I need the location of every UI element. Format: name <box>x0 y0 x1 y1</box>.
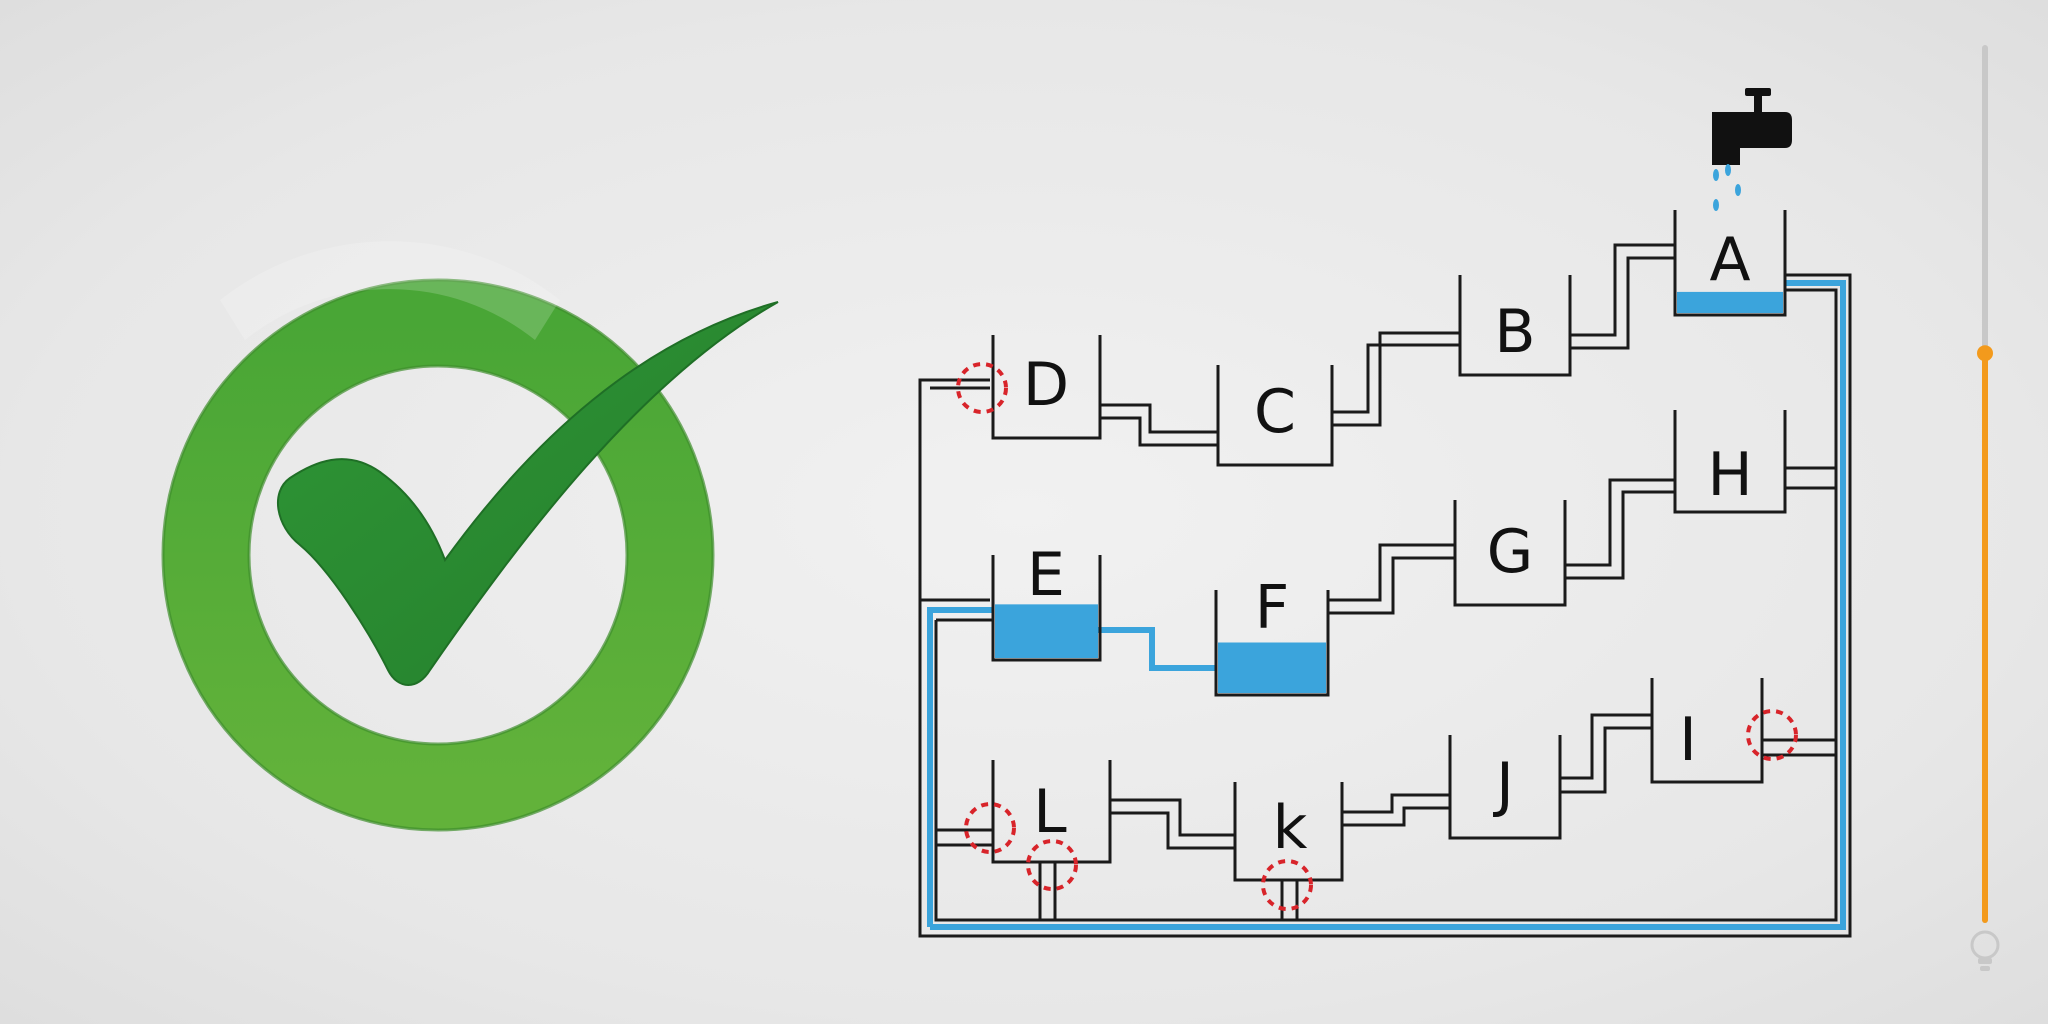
tank-J <box>1448 735 1562 840</box>
tank-label-G: G <box>1487 517 1534 587</box>
blocked-joints <box>956 362 1798 911</box>
tank-label-I: I <box>1679 705 1697 775</box>
water-fill-E <box>995 604 1098 658</box>
tank-label-K: k <box>1273 793 1308 863</box>
tank-F <box>1214 590 1330 697</box>
tank-label-H: H <box>1707 440 1752 510</box>
water-flow <box>927 280 1846 930</box>
water-fill-A <box>1677 291 1783 313</box>
hint-bulb-icon[interactable] <box>1970 930 2000 971</box>
tank-I <box>1650 678 1764 784</box>
water-fill-F <box>1218 642 1326 693</box>
tank-B <box>1458 275 1572 377</box>
tank-label-B: B <box>1494 297 1535 367</box>
progress-knob[interactable] <box>1977 345 1993 362</box>
blocked-joint[interactable] <box>956 362 1008 414</box>
tanks <box>991 210 1787 882</box>
tank-A <box>1673 210 1787 317</box>
blocked-joint[interactable] <box>1261 859 1313 911</box>
water-fills <box>995 291 1783 693</box>
tank-label-J: J <box>1492 750 1514 820</box>
pipe-network <box>918 243 1852 938</box>
tank-label-L: L <box>1033 777 1067 847</box>
tank-label-E: E <box>1027 540 1065 610</box>
tank-E <box>991 555 1102 662</box>
tank-label-A: A <box>1709 225 1750 295</box>
tank-H <box>1673 410 1787 514</box>
water-tap-icon[interactable] <box>1712 88 1792 165</box>
blocked-joint[interactable] <box>1026 839 1078 891</box>
tank-L <box>991 760 1112 864</box>
tank-C <box>1216 365 1334 467</box>
progress-bar <box>1977 45 1993 923</box>
success-badge <box>161 241 779 832</box>
tank-label-F: F <box>1255 573 1290 643</box>
water-drops <box>1713 164 1741 211</box>
tank-D <box>991 335 1102 440</box>
tank-G <box>1453 500 1567 607</box>
tank-labels: A B C D E F G H I J k L <box>1023 225 1753 863</box>
tank-label-D: D <box>1023 350 1069 420</box>
blocked-joint[interactable] <box>964 802 1016 854</box>
tank-K <box>1233 782 1344 882</box>
check-mark-icon <box>276 301 779 686</box>
blocked-joint[interactable] <box>1746 709 1798 761</box>
success-ring <box>163 280 713 830</box>
tank-label-C: C <box>1254 377 1296 447</box>
